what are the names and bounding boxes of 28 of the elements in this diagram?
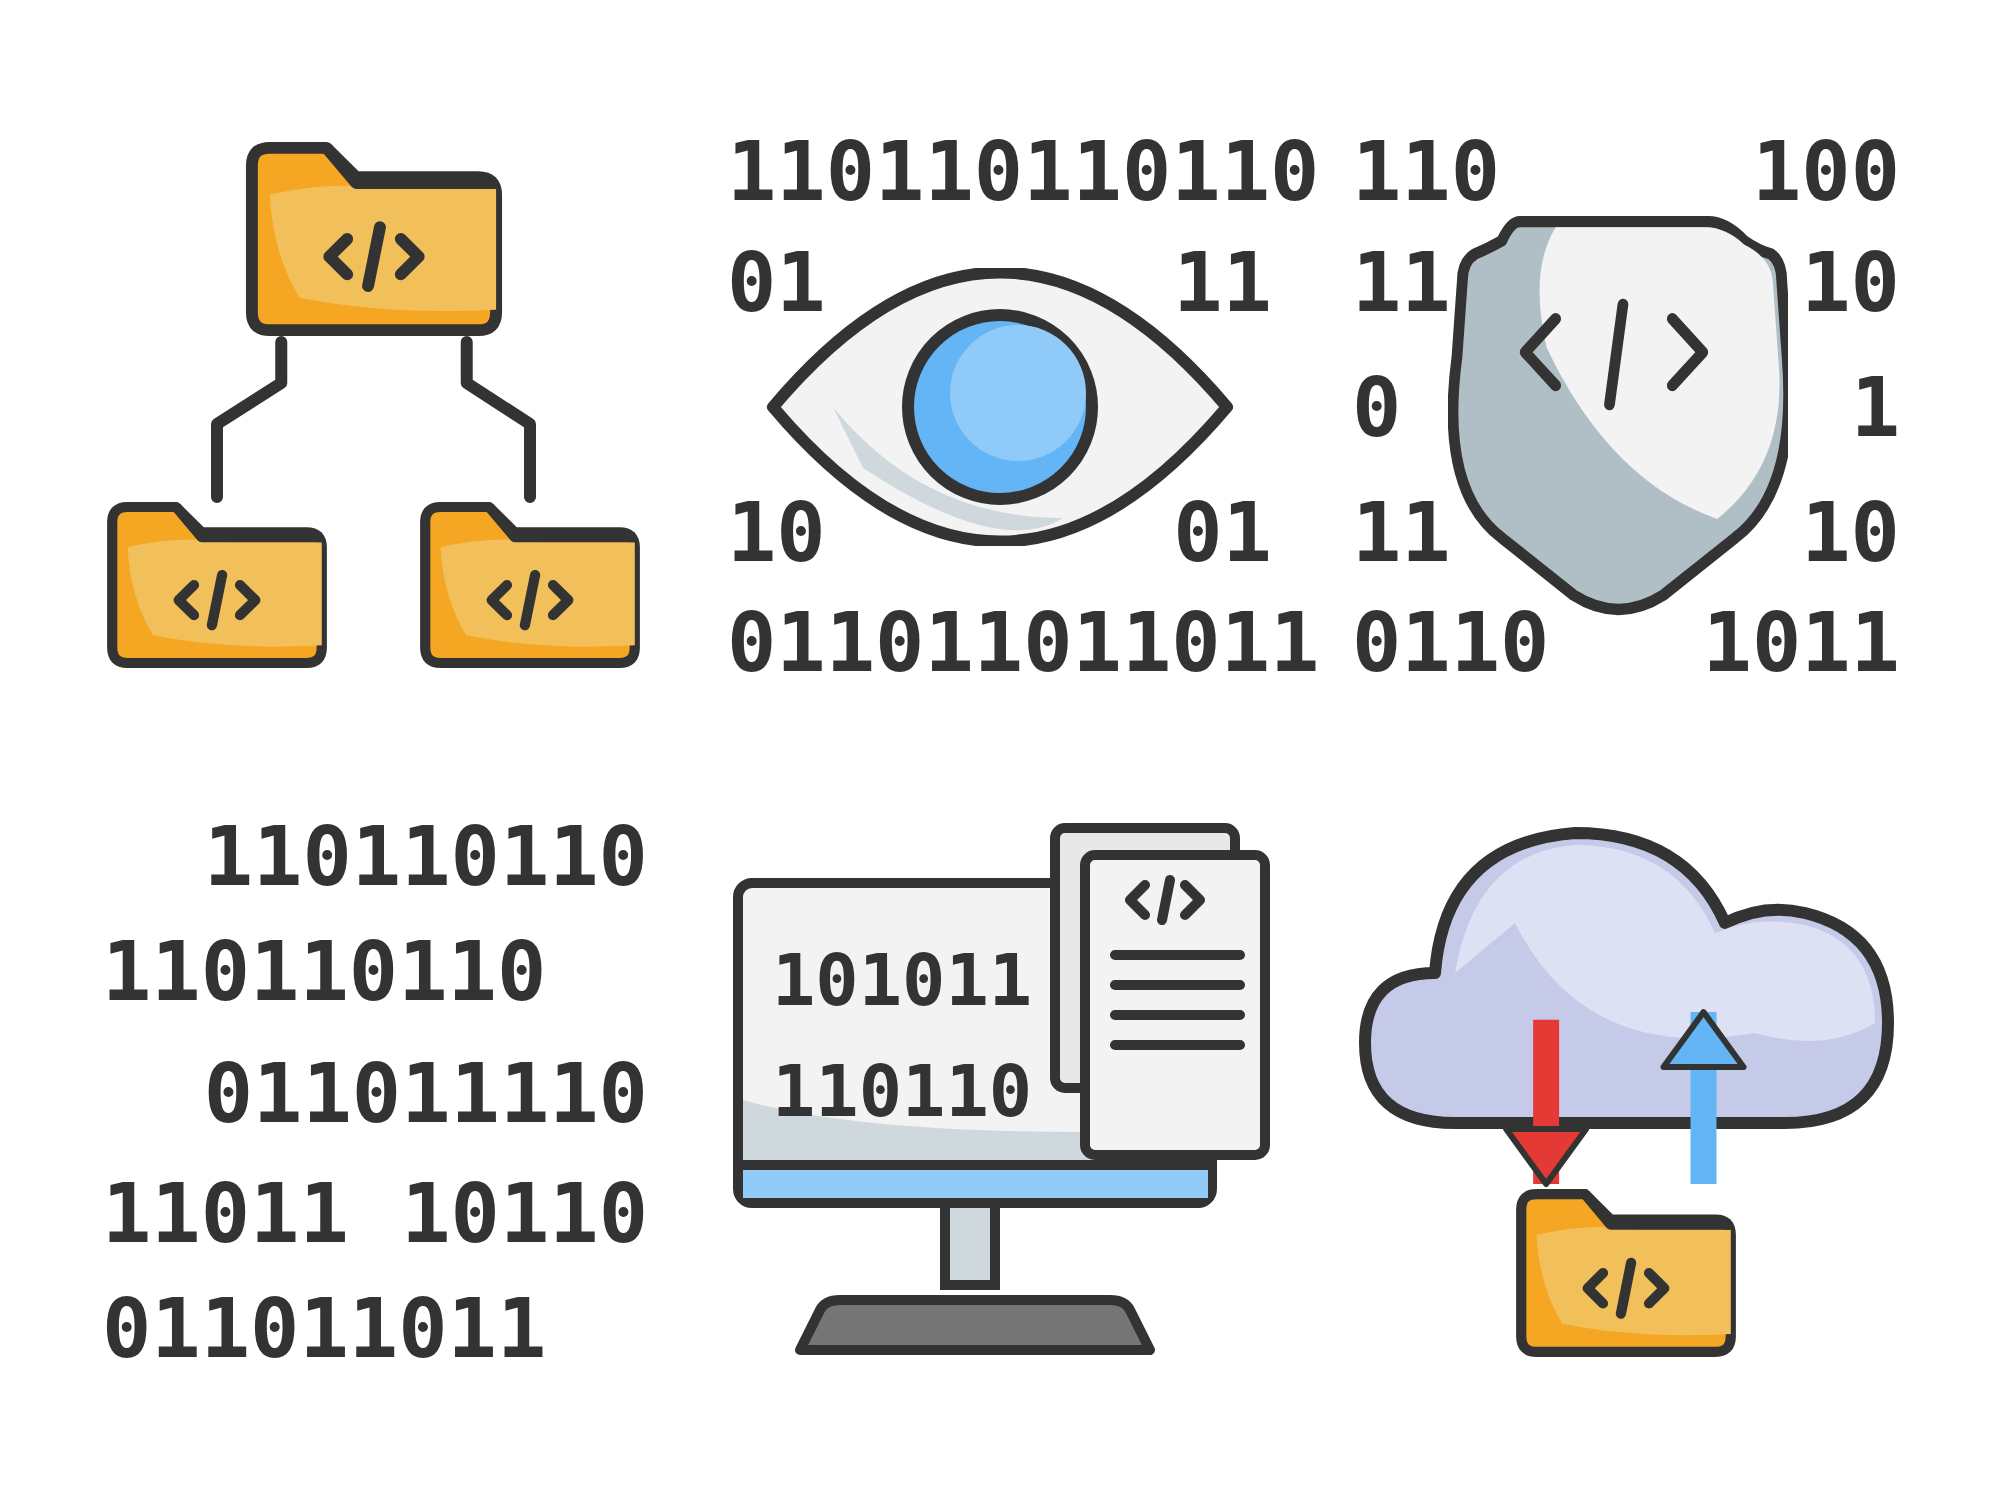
binary-digits: 01 (727, 234, 826, 332)
binary-digits: 10 (1801, 234, 1900, 332)
binary-digits: 0 (1352, 359, 1402, 457)
binary-digits: 011011110 (203, 1045, 648, 1143)
binary-digits: 101011 (772, 937, 1033, 1024)
binary-digits: 1 (1850, 359, 1900, 457)
binary-digits: 100 (1751, 123, 1900, 221)
binary-digits: 01 (1173, 484, 1272, 582)
binary-digits: 110110110 (102, 923, 547, 1021)
binary-digits: 110 (1352, 123, 1501, 221)
binary-digits: 110110 (772, 1048, 1033, 1135)
binary-digits: 0110 (1352, 594, 1550, 692)
binary-digits: 011011011 (102, 1280, 547, 1378)
binary-digits: 1011 (1702, 594, 1900, 692)
connector-line (211, 336, 288, 503)
arrow (1660, 1009, 1747, 1184)
binary-digits: 10 (1801, 484, 1900, 582)
arrow (1503, 1019, 1590, 1187)
binary-digits: 11 (1352, 484, 1451, 582)
binary-digits: 11011 (102, 1165, 349, 1263)
binary-digits: 11 (1352, 234, 1451, 332)
connector-line (460, 336, 536, 503)
binary-digits: 10 (727, 484, 826, 582)
binary-digits: 110110110 (203, 808, 648, 906)
binary-digits: 11 (1173, 234, 1272, 332)
binary-digits: 110110110110 (727, 123, 1320, 221)
binary-digits: 011011011011 (727, 594, 1320, 692)
binary-digits: 10110 (401, 1165, 648, 1263)
